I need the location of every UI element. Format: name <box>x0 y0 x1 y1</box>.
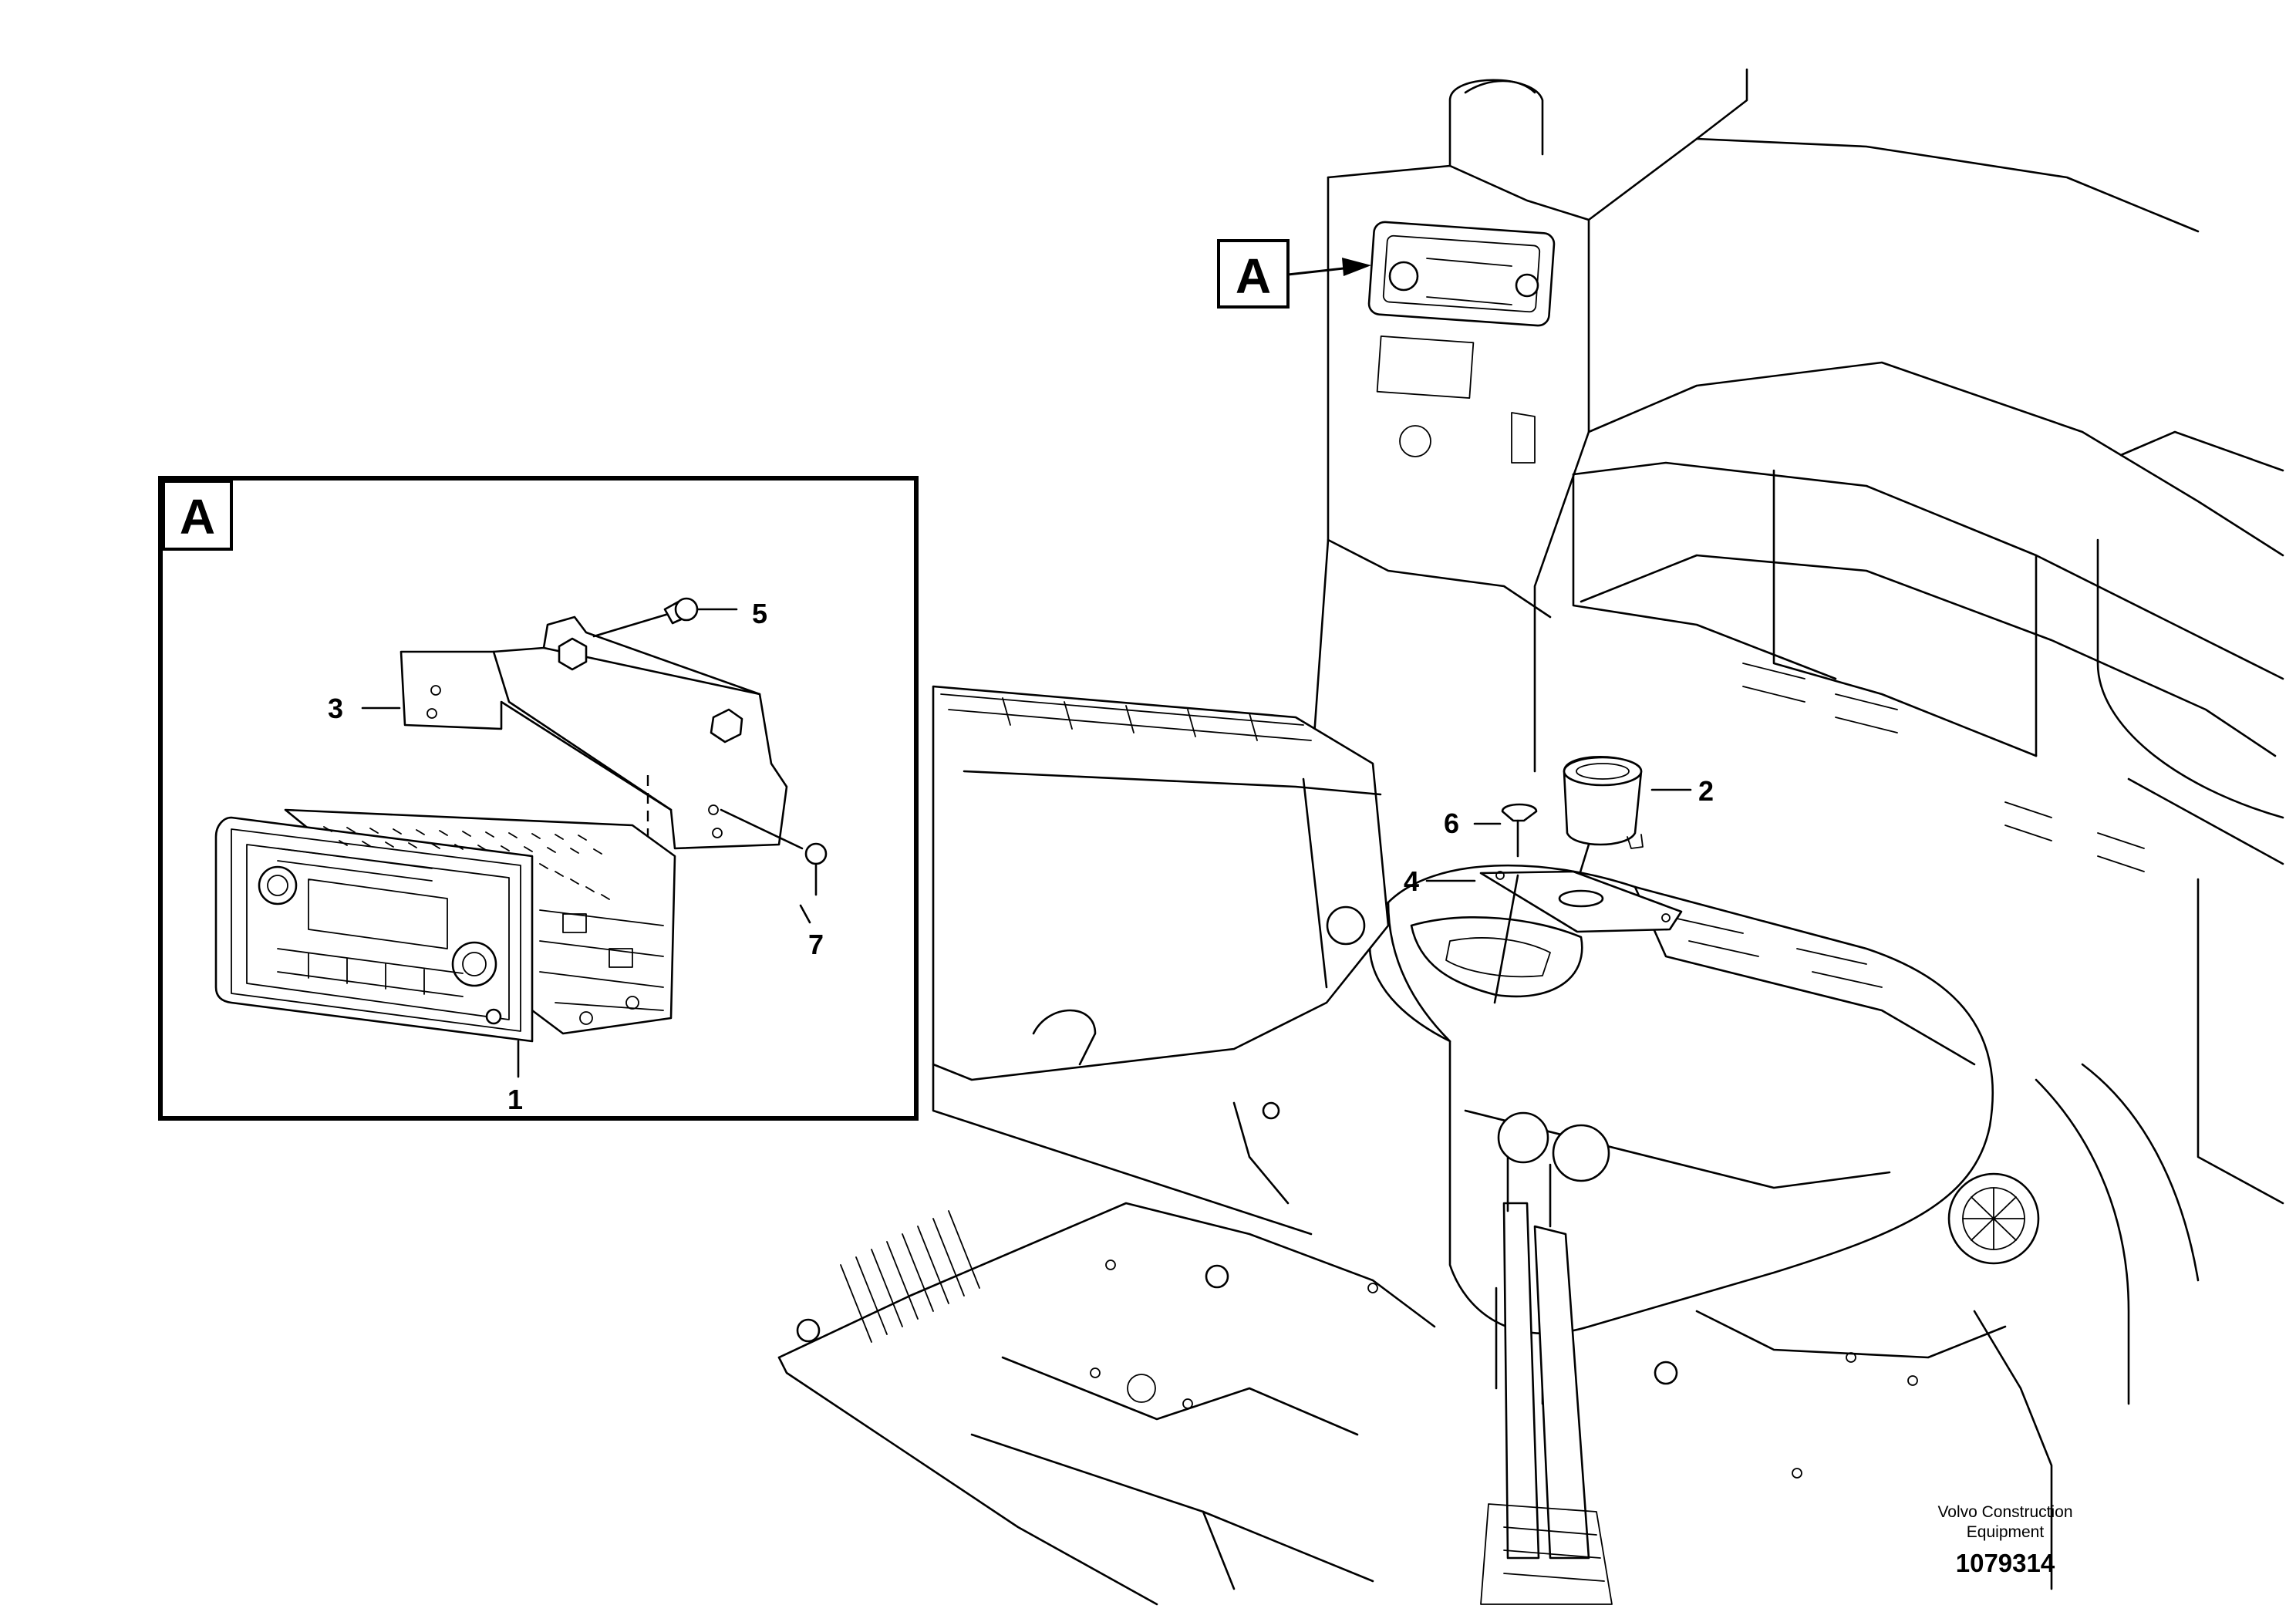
view-marker-label: A <box>1236 248 1271 304</box>
screw-part-6 <box>1493 803 1538 1004</box>
callout-3: 3 <box>328 693 343 724</box>
manufacturer-line-2: Equipment <box>1966 1523 2045 1541</box>
callout-7: 7 <box>808 929 824 960</box>
power-outlet-part-2 <box>1563 755 1644 896</box>
plate-part-4 <box>1479 870 1683 933</box>
leader-7 <box>799 904 811 924</box>
callout-2: 2 <box>1698 775 1714 807</box>
detail-a-panel: A <box>158 476 919 1121</box>
cab-interior-drawing <box>777 68 2284 1606</box>
view-marker-a: A <box>1217 239 1371 309</box>
callout-4: 4 <box>1404 865 1419 897</box>
radio-part-1 <box>214 808 676 1043</box>
callout-6: 6 <box>1444 808 1459 839</box>
callout-1: 1 <box>507 1084 523 1115</box>
screw-part-5 <box>592 597 738 638</box>
bracket-part-3 <box>400 615 788 850</box>
drawing-number: 1079314 <box>1955 1549 2055 1577</box>
manufacturer-line-1: Volvo Construction <box>1937 1503 2073 1521</box>
detail-a-label: A <box>180 489 215 545</box>
callout-5: 5 <box>752 598 767 629</box>
screw-part-7 <box>720 808 828 896</box>
manufacturer-credit: Volvo Construction Equipment <box>1836 1502 2175 1543</box>
